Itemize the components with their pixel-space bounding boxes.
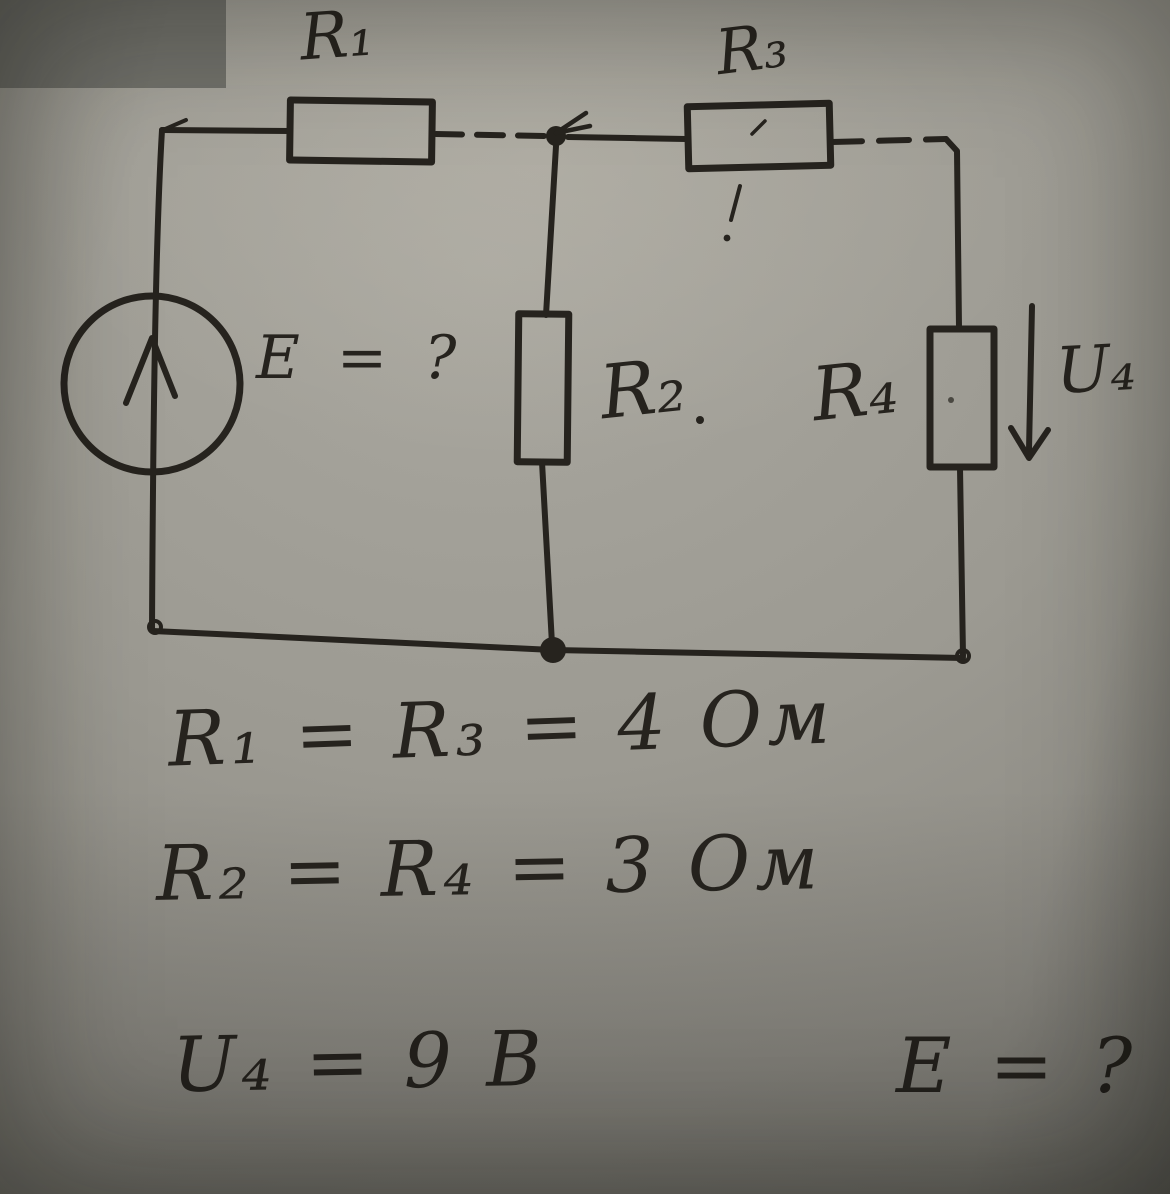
r1-label: R₁	[297, 0, 377, 76]
wire-middle-lower	[539, 459, 555, 647]
redaction-patch	[0, 0, 226, 88]
u4-label: U₄	[1054, 330, 1138, 410]
equation-find-e: E = ?	[896, 1021, 1140, 1110]
r2-label: R₂	[595, 341, 690, 437]
wire-node-to-r3	[565, 134, 689, 142]
r3-label: R₃	[711, 7, 792, 90]
emf-source-symbol	[60, 292, 244, 476]
top-junction-node	[546, 110, 593, 146]
emf-up-arrow	[123, 335, 178, 406]
wire-right-upper	[943, 136, 962, 331]
r4-stray-dot	[948, 397, 954, 403]
r3-below-tick	[729, 184, 742, 222]
circuit-schematic	[60, 96, 1051, 664]
wire-r1-to-node	[433, 131, 547, 139]
equation-u4: U₄ = 9 В	[171, 1013, 548, 1110]
wire-r3-to-corner	[829, 136, 949, 145]
resistor-r2	[513, 310, 573, 466]
emf-source-label: E = ?	[256, 323, 466, 393]
wire-right-lower	[957, 465, 966, 659]
u4-down-arrow	[1008, 303, 1051, 461]
stray-dot	[696, 416, 704, 424]
resistor-r4	[926, 325, 998, 471]
wire-top-left	[159, 127, 293, 134]
wire-left-vertical	[149, 127, 165, 633]
r4-label: R₄	[807, 343, 902, 439]
bottom-left-corner-loop	[147, 619, 163, 635]
wire-tick-left-corner	[161, 118, 188, 132]
resistor-r1	[286, 96, 436, 166]
equation-r2-r4: R₂ = R₄ = 3 Ом	[155, 817, 824, 918]
wire-middle-upper	[543, 143, 559, 318]
r3-stray-dot	[723, 234, 731, 242]
resistor-r3	[683, 99, 835, 242]
r3-inner-mark	[750, 119, 767, 136]
bottom-right-corner-loop	[955, 648, 971, 664]
equation-r1-r3: R₁ = R₃ = 4 Ом	[166, 671, 837, 784]
bottom-junction-node	[540, 637, 566, 663]
